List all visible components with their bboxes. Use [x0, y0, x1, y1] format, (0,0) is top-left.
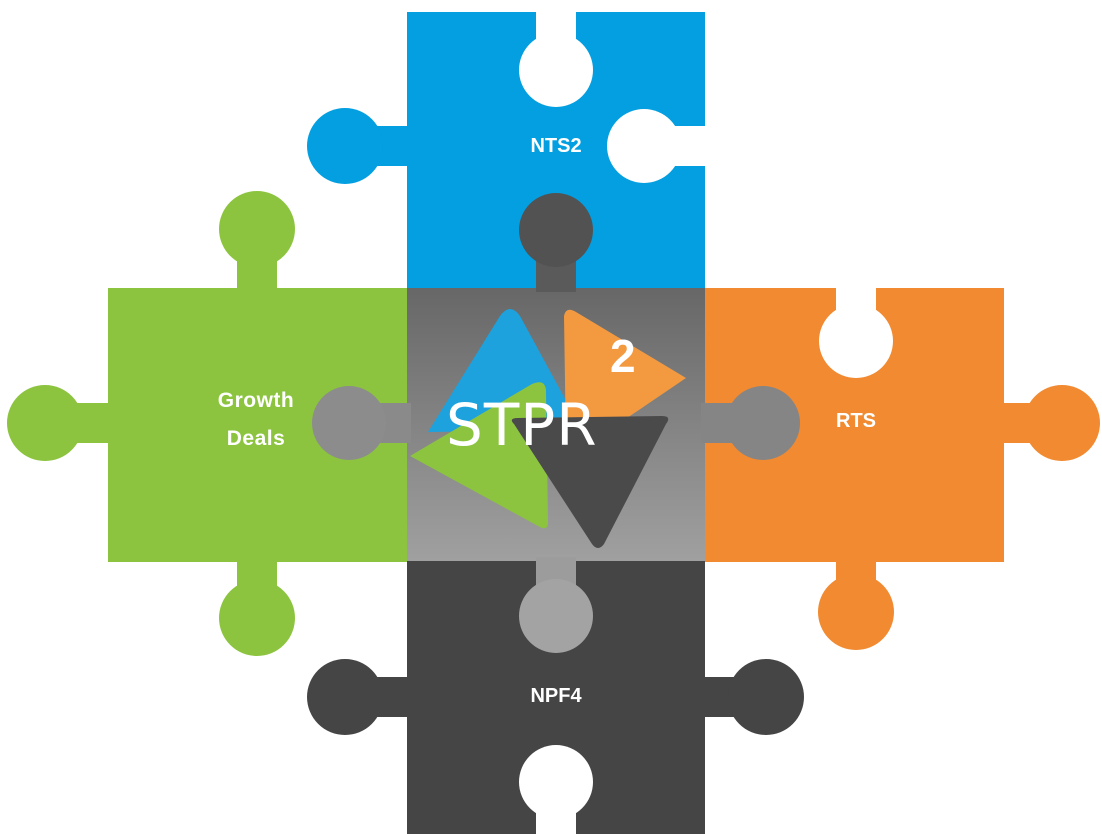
label-npf4: NPF4: [530, 685, 582, 707]
center-top-tab-knob: [519, 193, 593, 267]
center-right-tab-knob: [726, 386, 800, 460]
piece-bottom-left-tab-knob: [307, 659, 383, 735]
puzzle-piece-top: [307, 8, 710, 289]
logo-superscript: 2: [610, 330, 636, 382]
piece-right-right-tab-knob: [1024, 385, 1100, 461]
piece-bottom-bottom-slot-hole: [519, 745, 593, 819]
label-deals: Deals: [227, 427, 286, 450]
piece-right-top-slot-hole: [819, 304, 893, 378]
piece-right-bottom-tab-knob: [818, 574, 894, 650]
label-rts: RTS: [836, 410, 876, 432]
piece-left-top-tab-knob: [219, 191, 295, 267]
piece-left-bottom-tab-knob: [219, 580, 295, 656]
stpr-logo: STPR 2: [410, 309, 686, 548]
logo-dark-triangle: [511, 416, 669, 548]
piece-top-top-slot-hole: [519, 33, 593, 107]
label-growth: Growth: [218, 389, 295, 412]
center-bottom-tab-knob: [519, 579, 593, 653]
puzzle-piece-right: [705, 284, 1100, 650]
piece-top-right-slot-hole: [607, 109, 681, 183]
piece-bottom-right-tab-knob: [728, 659, 804, 735]
center-left-tab-knob: [312, 386, 386, 460]
center-logo-tile: STPR 2: [312, 193, 800, 653]
label-nts2: NTS2: [530, 135, 581, 157]
piece-top-left-tab-knob: [307, 108, 383, 184]
logo-text: STPR: [446, 391, 598, 459]
piece-left-left-tab-knob: [7, 385, 83, 461]
puzzle-piece-left: [7, 191, 407, 656]
